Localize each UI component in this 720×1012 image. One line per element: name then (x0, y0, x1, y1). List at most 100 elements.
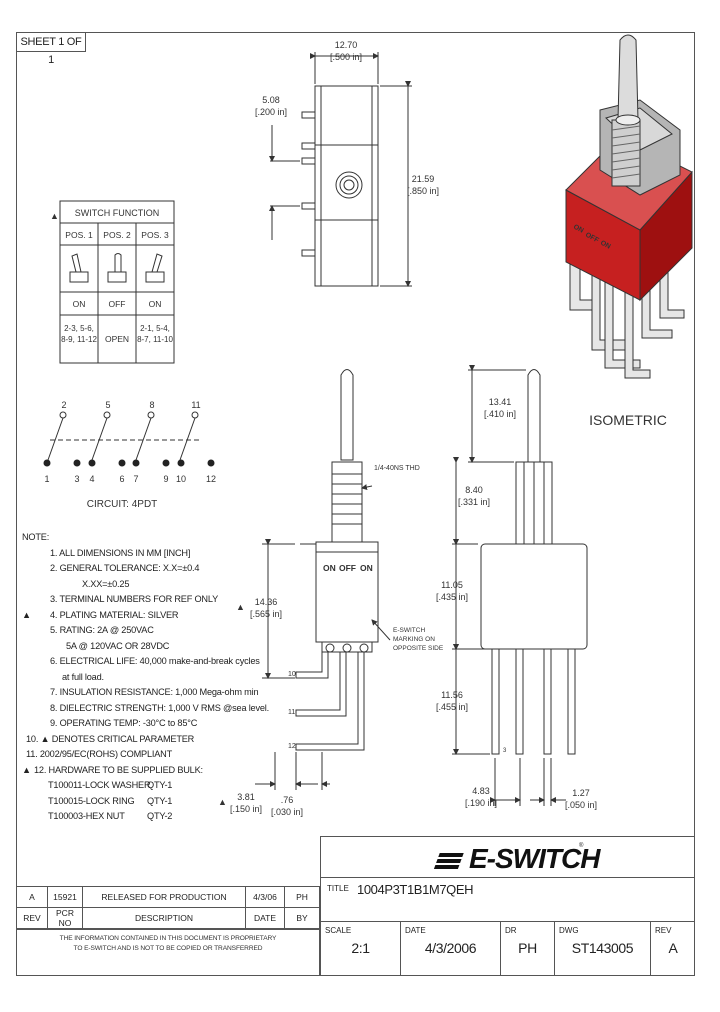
by-value: PH (284, 886, 320, 908)
term-label-11: 11 (288, 709, 295, 716)
proprietary-line-2: TO E-SWITCH AND IS NOT TO BE COPIED OR T… (73, 945, 263, 952)
dim-body: 11.05 (441, 580, 463, 590)
notes-block: NOTE: 1. ALL DIMENSIONS IN MM [INCH] 2. … (22, 530, 322, 825)
pos1-header: POS. 1 (65, 230, 93, 240)
dim-bush: 8.40 (465, 485, 483, 495)
circuit-bot-9: 9 (163, 474, 168, 484)
critical-mark-foot: ▲ (218, 797, 227, 807)
circuit-diagram (47, 411, 200, 461)
note-6b: at full load. (62, 671, 104, 682)
hardware-3: T100003-HEX NUT (48, 811, 125, 821)
dim-foot1: 3.81 (237, 792, 255, 802)
note-2: 2. GENERAL TOLERANCE: X.X=±0.4 (50, 563, 200, 573)
note-2b: X.XX=±0.25 (82, 578, 130, 589)
iso-mark-on2: ON (599, 240, 612, 251)
description-value: RELEASED FOR PRODUCTION (82, 886, 246, 908)
critical-mark-note12: ▲ (22, 764, 31, 775)
note-12: 12. HARDWARE TO BE SUPPLIED BULK: (34, 764, 203, 775)
hardware-3-qty: QTY-2 (147, 811, 173, 821)
notes-title: NOTE: (22, 532, 50, 542)
by-header: BY (284, 907, 320, 929)
critical-mark-note4: ▲ (22, 609, 31, 620)
pos3-connection-cell: 2-1, 5-4, 8-7, 11-10 (137, 324, 173, 344)
dim-body-in: [.435 in] (436, 592, 468, 602)
dim-bush-in: [.331 in] (458, 497, 490, 507)
note-3: 3. TERMINAL NUMBERS FOR REF ONLY (50, 594, 219, 604)
pos2-connection: OPEN (105, 334, 129, 344)
scale-label: SCALE (325, 926, 352, 935)
note-10: 10. ▲ DENOTES CRITICAL PARAMETER (26, 733, 195, 744)
term-label-10: 10 (288, 671, 296, 678)
dim-top-width: 12.70 (335, 40, 358, 50)
switch-function-table (59, 200, 175, 364)
drawn-by-cell: DR PH (500, 922, 554, 976)
circuit-terminals (43, 459, 215, 467)
circuit-bot-4: 4 (89, 474, 94, 484)
critical-mark-table: ▲ (50, 211, 59, 221)
revision-table: A 15921 RELEASED FOR PRODUCTION 4/3/06 P… (16, 886, 320, 929)
dim-pin-h-in: [.455 in] (436, 702, 468, 712)
title-cell: TITLE 1004P3T1B1M7QEH (320, 878, 695, 922)
circuit-top-8: 8 (149, 400, 154, 410)
registered-mark: ® (579, 843, 584, 849)
pos1-state: ON (73, 299, 86, 309)
description-header: DESCRIPTION (82, 907, 246, 929)
dim-foot1-in: [.150 in] (230, 804, 262, 814)
scale-value: 2:1 (351, 940, 370, 956)
note-5b: 5A @ 120VAC OR 28VDC (66, 640, 170, 651)
date-cell: DATE 4/3/2006 (400, 922, 500, 976)
dim-top-height-in: [.200 in] (255, 107, 287, 117)
pos1-connection: 2-3, 5-6, 8-9, 11-12 (61, 324, 97, 344)
circuit-bot-7: 7 (133, 474, 138, 484)
switch-function-title: SWITCH FUNCTION (75, 208, 160, 218)
term-label-12: 12 (288, 743, 296, 750)
dim-top-height: 5.08 (262, 95, 280, 105)
dwg-cell: DWG ST143005 (554, 922, 650, 976)
dim-pitch: 1.27 (572, 788, 590, 798)
dim-top-total-in: [.850 in] (407, 186, 439, 196)
note-1: 1. ALL DIMENSIONS IN MM [INCH] (50, 547, 191, 558)
part-number: 1004P3T1B1M7QEH (357, 882, 474, 897)
pos2-header: POS. 2 (103, 230, 131, 240)
dr-value: PH (518, 940, 537, 956)
critical-mark-side: ▲ (236, 602, 245, 612)
note-7: 7. INSULATION RESISTANCE: 1,000 Mega-ohm… (50, 687, 259, 697)
logo-speed-lines (438, 853, 464, 857)
dim-side-height: 14.36 (255, 597, 278, 607)
note-4: 4. PLATING MATERIAL: SILVER (50, 609, 179, 620)
dim-lever: 13.41 (489, 397, 512, 407)
dr-label: DR (505, 926, 517, 935)
revision-row: A 15921 RELEASED FOR PRODUCTION 4/3/06 P… (16, 886, 320, 908)
revision-header-row: REV PCR NO DESCRIPTION DATE BY (16, 907, 320, 929)
dim-lever-in: [.410 in] (484, 409, 516, 419)
tb-rev-value: A (668, 940, 678, 956)
dim-pitch-in: [.050 in] (565, 800, 597, 810)
dim-pin-h: 11.56 (441, 690, 463, 700)
pos3-state: ON (149, 299, 162, 309)
pos2-state: OFF (109, 299, 126, 309)
circuit-bot-6: 6 (119, 474, 124, 484)
logo-cell: E-SWITCH ® (320, 836, 695, 878)
circuit-bot-10: 10 (176, 474, 186, 484)
mark-note-3: OPPOSITE SIDE (393, 645, 444, 652)
isometric-view (565, 34, 693, 379)
mark-note-1: E-SWITCH (393, 627, 425, 634)
side-mark-off: OFF (339, 563, 356, 573)
pos3-header: POS. 3 (141, 230, 169, 240)
thread-note: 1/4-40NS THD (374, 465, 420, 472)
note-5: 5. RATING: 2A @ 250VAC (50, 625, 154, 635)
pcr-value: 15921 (47, 886, 83, 908)
circuit-caption: CIRCUIT: 4PDT (87, 499, 158, 510)
circuit-top-2: 2 (61, 400, 66, 410)
circuit-bot-1: 1 (44, 474, 49, 484)
top-view (269, 52, 412, 287)
side-mark-on2: ON (360, 563, 373, 573)
date-header: DATE (245, 907, 285, 929)
dwg-value: ST143005 (571, 940, 634, 956)
date-value: 4/3/06 (245, 886, 285, 908)
hardware-2: T100015-LOCK RING (48, 795, 135, 806)
pcr-header: PCR NO (47, 907, 83, 929)
tb-rev-label: REV (655, 926, 672, 935)
isometric-label: ISOMETRIC (589, 412, 667, 428)
